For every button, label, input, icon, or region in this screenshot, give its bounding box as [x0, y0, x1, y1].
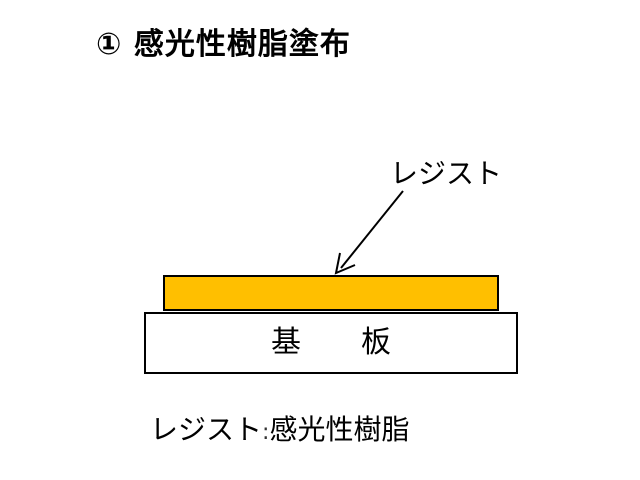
caption-term: レジスト: [150, 413, 263, 446]
callout-arrow-head: [334, 252, 356, 275]
caption-separator: :: [262, 420, 270, 445]
resist-layer: [163, 275, 499, 311]
callout-arrow-shaft: [340, 190, 404, 269]
caption-definition: 感光性樹脂: [269, 413, 410, 446]
substrate-label: 基 板: [271, 325, 391, 360]
substrate: 基 板: [144, 312, 518, 374]
caption: レジスト:感光性樹脂: [150, 416, 409, 444]
slide-title: ① 感光性樹脂塗布: [96, 27, 351, 62]
resist-callout-label: レジスト: [390, 157, 503, 190]
